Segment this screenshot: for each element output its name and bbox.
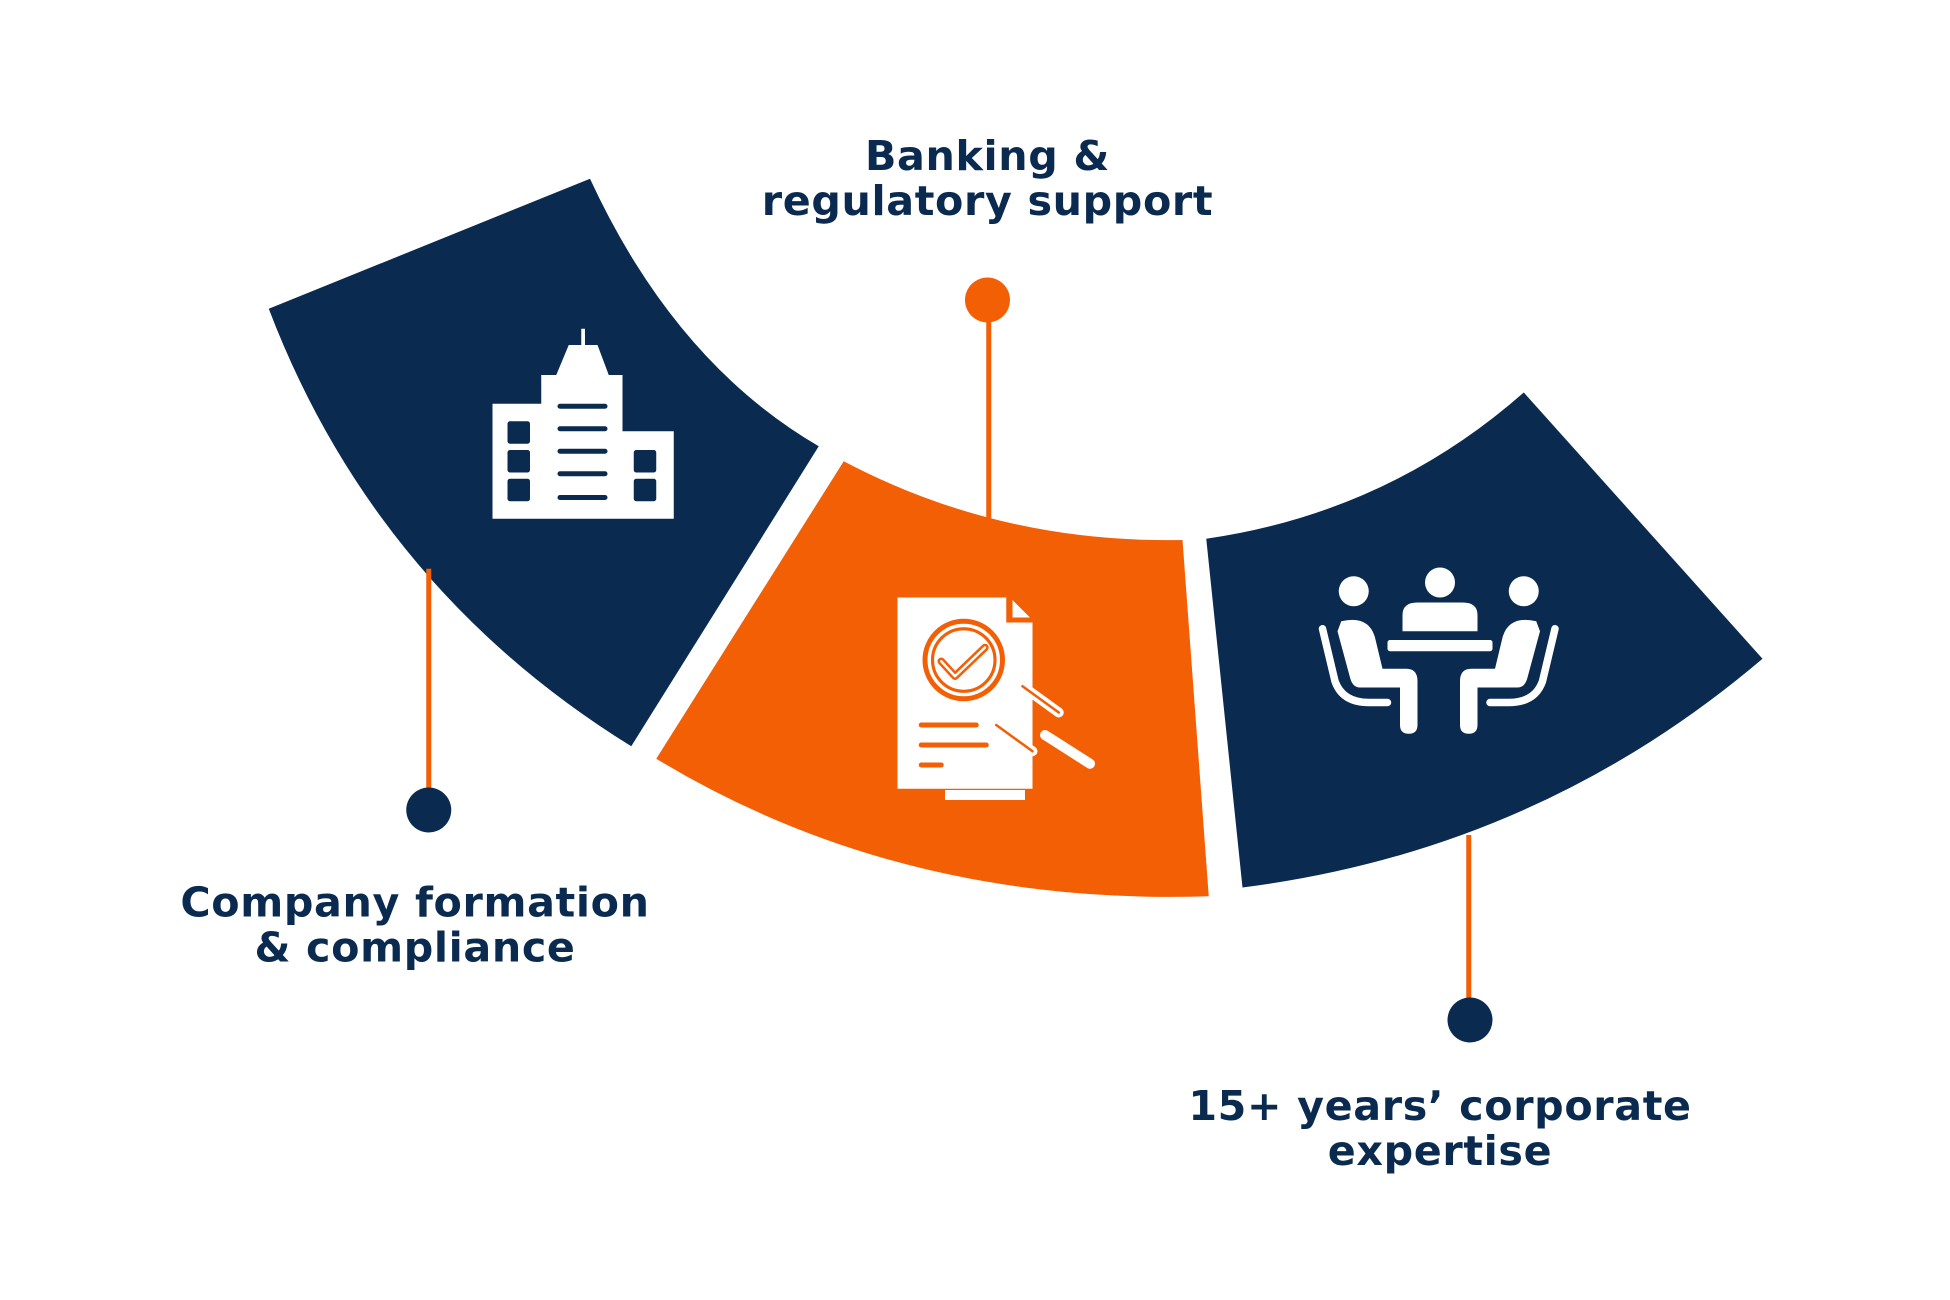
meeting-icon (1318, 567, 1559, 734)
label-banking-line1: Banking & (865, 132, 1110, 180)
label-expertise-line2: expertise (1328, 1127, 1552, 1175)
label-expertise-line1: 15+ years’ corporate (1188, 1082, 1691, 1130)
label-banking-line2: regulatory support (762, 177, 1213, 225)
dot-banking (965, 277, 1010, 323)
building-icon (492, 328, 674, 519)
document-gavel-icon (897, 597, 1095, 800)
label-company-line2: & compliance (254, 923, 575, 971)
label-company-line1: Company formation (180, 878, 649, 926)
dot-company (406, 787, 452, 833)
dot-expertise (1447, 997, 1493, 1043)
